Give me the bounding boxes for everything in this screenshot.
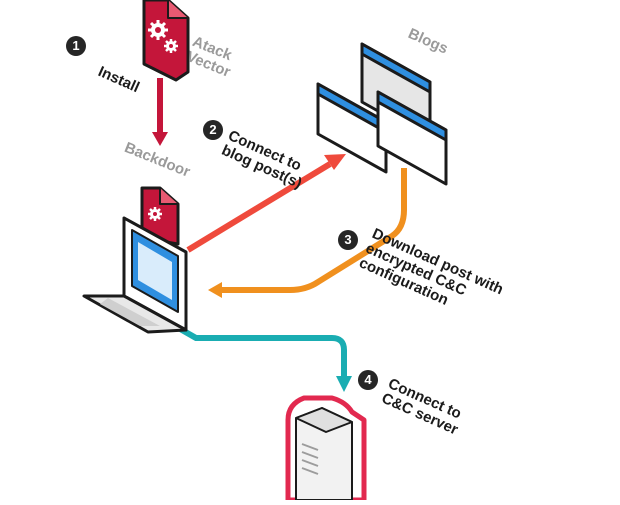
server-icon [285, 395, 367, 503]
gear-icon [164, 39, 178, 53]
gear-icon [148, 207, 162, 221]
step-3-badge: 3 [338, 230, 358, 250]
step-4-badge: 4 [358, 370, 378, 390]
connect-cc-arrow [166, 319, 352, 392]
download-post-arrow [208, 168, 407, 298]
install-arrow [152, 78, 168, 146]
browser-window-icon [316, 82, 388, 174]
connect-blog-arrow [186, 154, 346, 253]
blogs-windows [316, 42, 448, 186]
step-1-badge: 1 [66, 36, 86, 56]
browser-window-icon [376, 90, 448, 186]
attack-vector-document [142, 0, 190, 82]
step-2-badge: 2 [203, 120, 223, 140]
laptop-icon [82, 216, 188, 334]
gear-icon [148, 20, 168, 40]
